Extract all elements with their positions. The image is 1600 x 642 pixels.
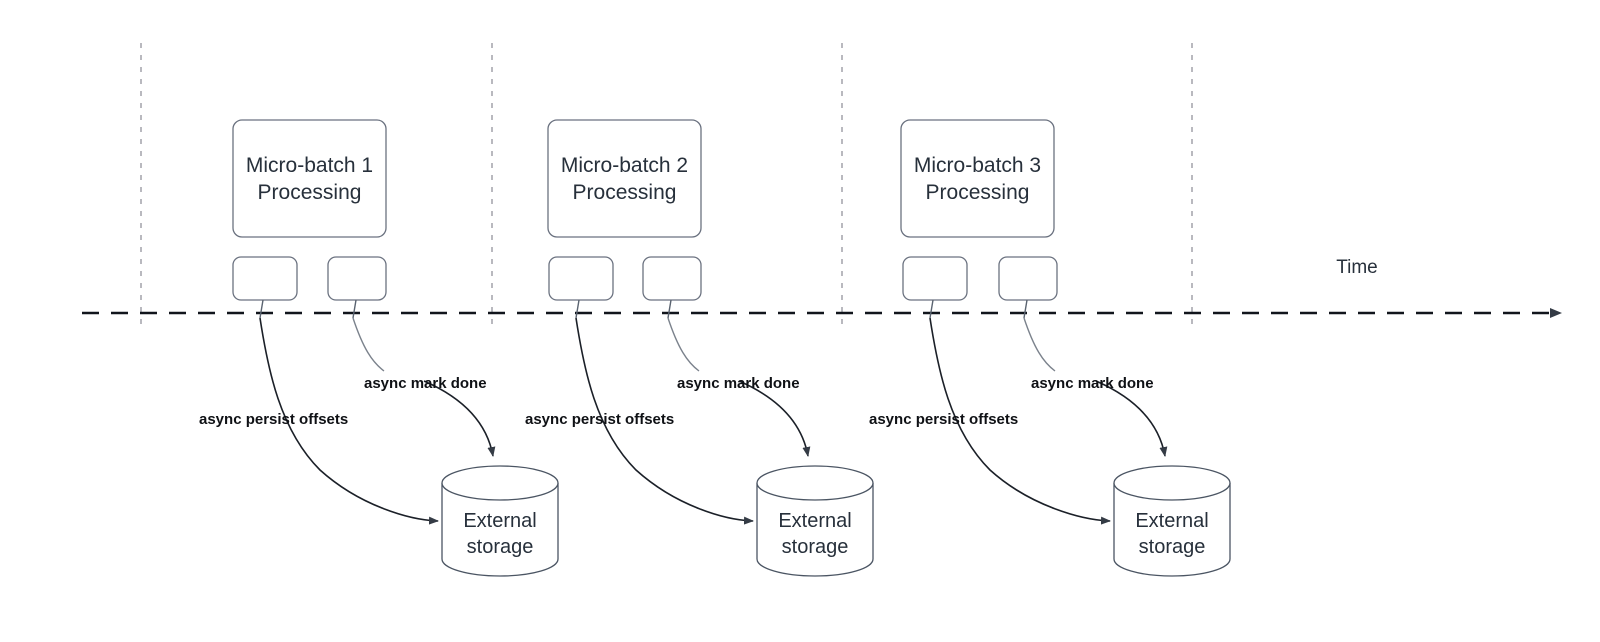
stage-2-mark-done-label: async mark done	[677, 375, 800, 392]
micro-batch-1-box[interactable]	[232, 119, 387, 238]
time-axis-label: Time	[1336, 257, 1378, 278]
stage-3-mark-done-arrow-lower	[1095, 380, 1168, 457]
stage-2-persist-offsets-arrow	[575, 317, 754, 525]
stage-3-connector-1	[929, 299, 934, 319]
stage-2-mark-done-arrow-upper	[667, 317, 700, 372]
stage-1-external-storage-cylinder[interactable]	[441, 465, 559, 577]
stage-2-external-storage-cylinder[interactable]	[756, 465, 874, 577]
stage-2-task-box-2[interactable]	[642, 256, 702, 301]
stage-1-task-box-1[interactable]	[232, 256, 298, 301]
stage-3-group: Micro-batch 3 Processing async persist o…	[869, 119, 1231, 577]
stage-2-storage-label-line2: storage	[782, 536, 849, 558]
stage-1-mark-done-label: async mark done	[364, 375, 487, 392]
stage-2-connector-1	[575, 299, 580, 319]
stage-3-storage-label-line1: External	[1135, 510, 1208, 532]
stage-3-task-box-2[interactable]	[998, 256, 1058, 301]
stage-1-persist-offsets-arrow	[259, 317, 439, 525]
micro-batch-3-label-line2: Processing	[926, 181, 1030, 204]
micro-batch-2-box[interactable]	[547, 119, 702, 238]
stage-1-connector-1	[259, 299, 264, 319]
micro-batch-2-label-line1: Micro-batch 2	[561, 154, 688, 177]
stage-2-group: Micro-batch 2 Processing async persist o…	[525, 119, 874, 577]
stage-3-connector-2	[1023, 299, 1028, 319]
micro-batch-3-label-line1: Micro-batch 3	[914, 154, 1041, 177]
micro-batch-1-label-line2: Processing	[258, 181, 362, 204]
stage-1-connector-2	[352, 299, 357, 319]
stage-3-persist-offsets-label: async persist offsets	[869, 411, 1018, 428]
stage-3-task-box-1[interactable]	[902, 256, 968, 301]
stage-3-storage-label-line2: storage	[1139, 536, 1206, 558]
stage-2-persist-offsets-label: async persist offsets	[525, 411, 674, 428]
stage-1-group: Micro-batch 1 Processing async persist o…	[199, 119, 559, 577]
stage-1-mark-done-arrow-lower	[423, 380, 496, 457]
stage-2-mark-done-arrow-lower	[738, 380, 811, 457]
stage-1-storage-label-line2: storage	[467, 536, 534, 558]
micro-batch-2-label-line2: Processing	[573, 181, 677, 204]
stage-2-task-box-1[interactable]	[548, 256, 614, 301]
stage-1-persist-offsets-label: async persist offsets	[199, 411, 348, 428]
stage-1-task-box-2[interactable]	[327, 256, 387, 301]
stage-3-persist-offsets-arrow	[929, 317, 1111, 525]
stage-3-mark-done-label: async mark done	[1031, 375, 1154, 392]
stage-1-mark-done-arrow-upper	[352, 317, 385, 372]
micro-batch-1-label-line1: Micro-batch 1	[246, 154, 373, 177]
stage-3-mark-done-arrow-upper	[1023, 317, 1056, 372]
stage-1-storage-label-line1: External	[463, 510, 536, 532]
stage-3-external-storage-cylinder[interactable]	[1113, 465, 1231, 577]
stage-2-storage-label-line1: External	[778, 510, 851, 532]
micro-batch-3-box[interactable]	[900, 119, 1055, 238]
stage-2-connector-2	[667, 299, 672, 319]
